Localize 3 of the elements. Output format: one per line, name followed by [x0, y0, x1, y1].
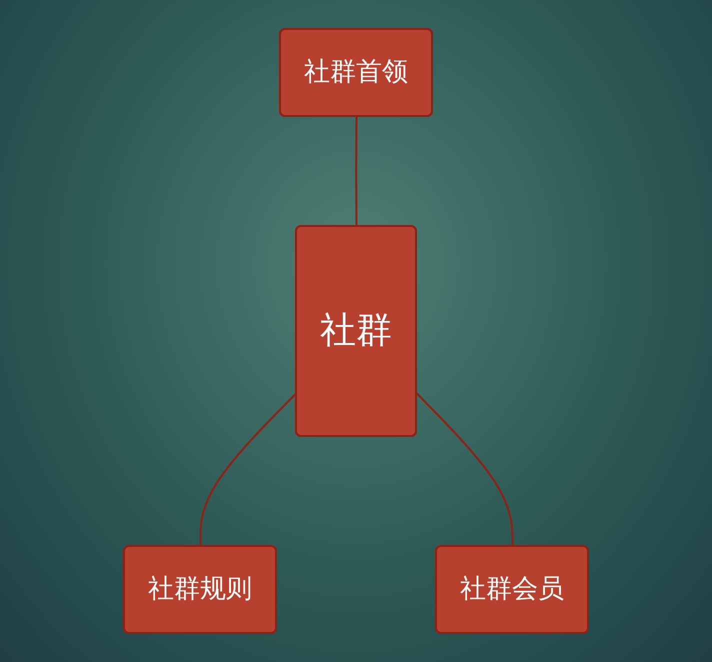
connector — [355, 116, 358, 227]
connector — [199, 392, 298, 547]
connector — [416, 392, 514, 547]
